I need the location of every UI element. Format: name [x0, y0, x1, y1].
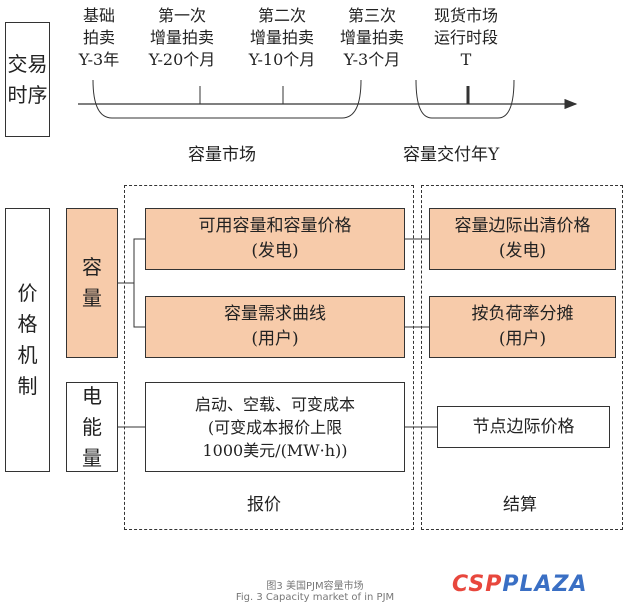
stage-first-incremental-auction: 第一次 增量拍卖 Y-20个月	[148, 6, 216, 69]
csplaza-watermark-logo: CSPPLAZA	[452, 572, 588, 597]
delivery-year-label: 容量交付年Y	[403, 145, 500, 165]
energy-category: 电 能 量	[66, 382, 118, 472]
figure-caption: 图3 美国PJM容量市场 Fig. 3 Capacity market of i…	[235, 581, 395, 603]
lmp-box: 节点边际价格	[437, 406, 610, 448]
settlement-group	[421, 185, 623, 530]
watermark-part1: CSP	[452, 572, 503, 597]
capacity-market-brace	[92, 79, 362, 119]
watermark-part2: PLAZA	[502, 572, 588, 597]
mechanism-side-label: 价 格 机 制	[5, 208, 50, 472]
settlement-group-label: 结算	[503, 495, 537, 515]
timeline-side-label: 交易 时序	[5, 22, 50, 137]
stage-third-incremental-auction: 第三次 增量拍卖 Y-3个月	[339, 6, 404, 69]
demand-curve-box: 容量需求曲线 (用户)	[145, 296, 405, 358]
energy-offer-box: 启动、空载、可变成本 (可变成本报价上限 1000美元/(MW·h))	[145, 382, 405, 472]
delivery-year-brace	[415, 79, 515, 119]
load-allocation-box: 按负荷率分摊 (用户)	[429, 296, 616, 358]
clearing-price-box: 容量边际出清价格 (发电)	[429, 208, 616, 270]
stage-second-incremental-auction: 第二次 增量拍卖 Y-10个月	[248, 6, 316, 69]
bid-group	[124, 185, 414, 530]
stage-spot-market-period: 现货市场 运行时段 T	[433, 6, 498, 69]
stage-base-auction: 基础 拍卖 Y-3年	[78, 6, 120, 69]
bids-bracket	[133, 238, 145, 328]
capacity-market-label: 容量市场	[188, 145, 256, 165]
capacity-category: 容 量	[66, 208, 118, 358]
supply-curve-box: 可用容量和容量价格 (发电)	[145, 208, 405, 270]
bid-group-label: 报价	[247, 495, 281, 515]
timeline-graphics	[78, 79, 578, 119]
